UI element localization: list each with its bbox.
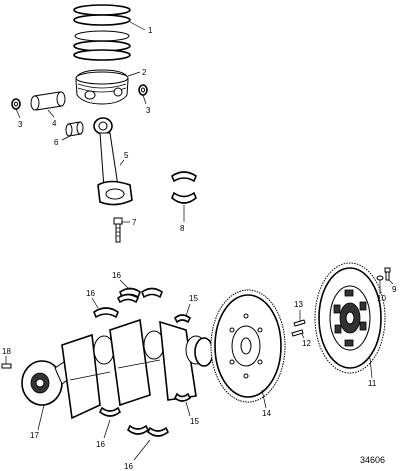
callout-14: 14 — [262, 409, 271, 418]
callout-7: 7 — [132, 218, 137, 227]
main-bearing-lower-group — [98, 406, 170, 437]
callout-10: 10 — [377, 294, 386, 303]
figure-number: 34606 — [360, 455, 385, 465]
callout-1: 1 — [148, 26, 153, 35]
piston — [75, 69, 129, 105]
main-bearing-upper-group — [93, 287, 163, 319]
crankshaft-key — [1, 363, 12, 369]
callout-11: 11 — [368, 379, 377, 388]
retaining-ring-right — [138, 84, 148, 96]
callout-16-left: 16 — [86, 289, 95, 298]
callout-3-right: 3 — [146, 106, 151, 115]
callout-12: 12 — [302, 339, 311, 348]
rod-bearing-halves — [171, 171, 197, 204]
connecting-rod — [93, 117, 133, 206]
callout-4: 4 — [52, 119, 57, 128]
callout-15-lower: 15 — [190, 417, 199, 426]
pin-bushing — [65, 121, 84, 137]
crankshaft — [21, 318, 214, 420]
callout-13: 13 — [294, 300, 303, 309]
piston-pin — [30, 91, 66, 111]
damper-plate — [314, 262, 386, 374]
leader-lines — [5, 21, 394, 461]
callout-16-bottom: 16 — [124, 462, 133, 471]
callout-6: 6 — [54, 138, 59, 147]
retaining-ring-left — [11, 98, 21, 110]
flywheel — [210, 289, 286, 403]
callout-17: 17 — [30, 431, 39, 440]
callout-9: 9 — [392, 285, 397, 294]
callout-3-left: 3 — [18, 120, 23, 129]
thrust-bearing-upper — [174, 314, 192, 324]
flywheel-bolts — [291, 319, 306, 337]
damper-bolt — [376, 267, 391, 281]
thrust-bearing-lower — [174, 392, 192, 402]
callout-15-upper: 15 — [189, 294, 198, 303]
piston-rings — [73, 4, 131, 61]
callout-16-bottom-left: 16 — [96, 440, 105, 449]
callout-8: 8 — [180, 224, 185, 233]
callout-18: 18 — [2, 347, 11, 356]
rod-bolt — [113, 217, 123, 243]
callout-16-top: 16 — [112, 271, 121, 280]
callout-5: 5 — [124, 151, 129, 160]
callout-2: 2 — [142, 68, 147, 77]
